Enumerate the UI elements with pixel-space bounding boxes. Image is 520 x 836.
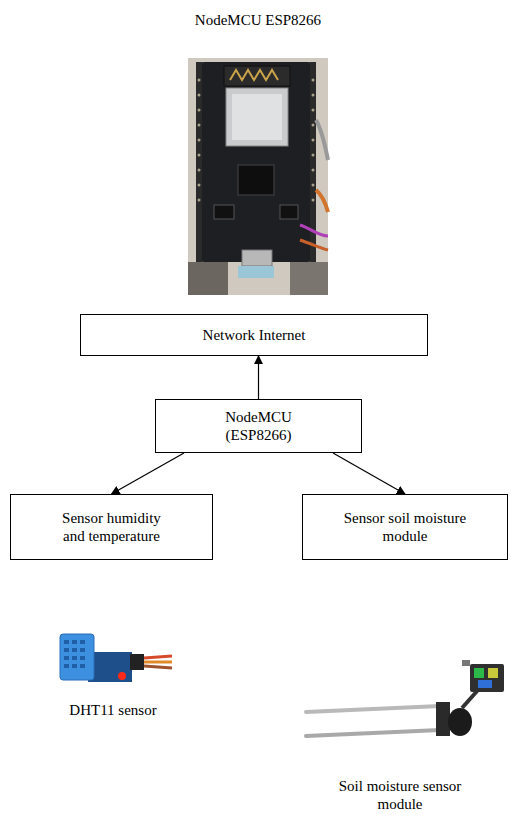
photo-caption: NodeMCU ESP8266 — [193, 11, 323, 29]
arrow-connector — [112, 453, 184, 494]
node-content: Network Internet — [203, 326, 306, 344]
box-text: Sensor humidity and temperature — [56, 509, 168, 545]
part-name: DHT11 sensor — [38, 701, 188, 719]
sensor-box: Sensor humidity and temperature — [10, 494, 213, 560]
dht11-sensor-picture — [60, 634, 172, 682]
node-content: NodeMCU (ESP8266) — [211, 408, 306, 444]
controller-box: NodeMCU (ESP8266) — [155, 399, 362, 453]
box-text: Network Internet — [203, 326, 306, 344]
arrow-connector — [333, 453, 405, 494]
nodemcu-photo — [188, 58, 328, 295]
arrow-connector — [258, 356, 259, 399]
network-box: Network Internet — [80, 314, 428, 356]
box-text: NodeMCU (ESP8266) — [211, 408, 306, 444]
sensor-box: Sensor soil moisture module — [302, 494, 508, 560]
soil-moisture-sensor-picture — [306, 660, 504, 736]
node-content: Sensor soil moisture module — [338, 509, 473, 545]
part-name: Soil moisture sensor module — [330, 777, 470, 813]
node-content: Sensor humidity and temperature — [56, 509, 168, 545]
box-text: Sensor soil moisture module — [338, 509, 473, 545]
